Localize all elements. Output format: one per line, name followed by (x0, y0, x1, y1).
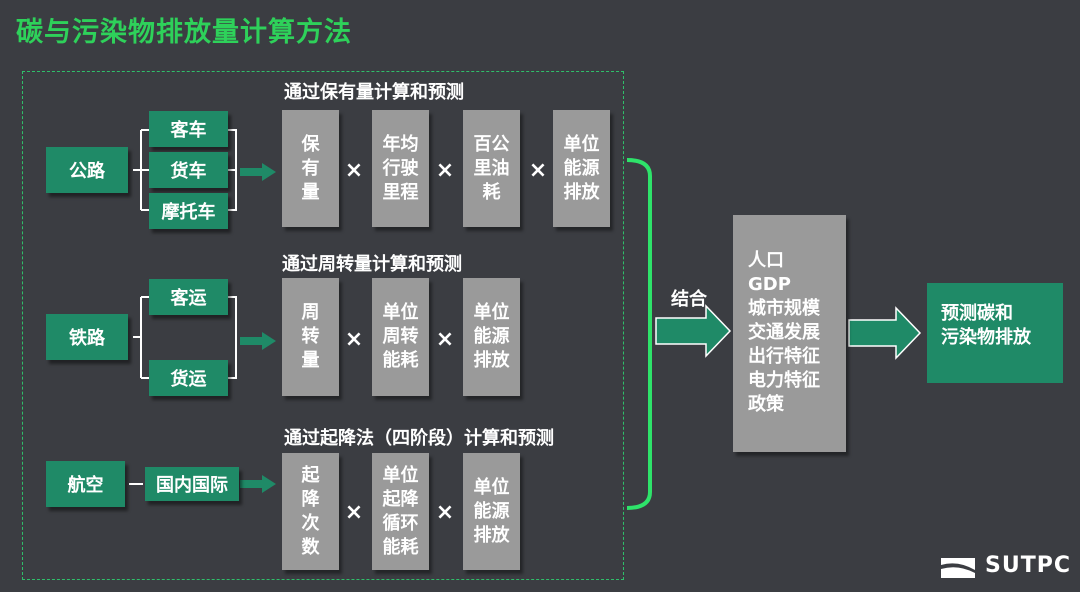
road-type-motorcycle: 摩托车 (149, 193, 228, 229)
multiply-sign: × (344, 500, 364, 525)
result-arrow (848, 306, 922, 360)
air-factor-energy: 单位 起降 循环 能耗 (372, 453, 429, 570)
combine-bracket (626, 158, 652, 510)
rail-type-freight: 货运 (149, 360, 228, 396)
road-factor-stock: 保 有 量 (282, 110, 339, 227)
rail-factor-energy: 单位 周转 能耗 (372, 278, 429, 396)
road-method-title: 通过保有量计算和预测 (284, 82, 464, 103)
rail-merge-bracket (228, 296, 237, 379)
air-arrow (240, 475, 276, 493)
road-arrow (240, 163, 276, 181)
multiply-sign: × (344, 158, 364, 183)
page-title: 碳与污染物排放量计算方法 (16, 17, 352, 48)
multiply-sign: × (435, 158, 455, 183)
road-factor-emission: 单位 能源 排放 (553, 110, 610, 227)
result-box: 预测碳和 污染物排放 (927, 283, 1063, 383)
air-method-title: 通过起降法（四阶段）计算和预测 (284, 428, 554, 449)
air-factor-emission: 单位 能源 排放 (463, 453, 520, 570)
multiply-sign: × (435, 327, 455, 352)
brand-name: SUTPC (985, 553, 1071, 578)
rail-factor-emission: 单位 能源 排放 (463, 278, 520, 396)
combine-arrow (655, 304, 732, 358)
road-factor-mileage: 年均 行驶 里程 (372, 110, 429, 227)
rail-arrow (240, 332, 276, 350)
mode-rail: 铁路 (46, 314, 128, 360)
sutpc-logo-icon (941, 558, 975, 578)
rail-method-title: 通过周转量计算和预测 (282, 254, 462, 275)
rail-factor-turnover: 周 转 量 (282, 278, 339, 396)
multiply-sign: × (528, 158, 548, 183)
road-branch-bracket (133, 129, 149, 211)
air-type-domestic-international: 国内国际 (145, 467, 239, 501)
air-factor-lto: 起 降 次 数 (282, 453, 339, 570)
road-factor-fuel: 百公 里油 耗 (463, 110, 520, 227)
mode-air: 航空 (46, 461, 125, 507)
road-type-truck: 货车 (149, 152, 228, 188)
drivers-box: 人口 GDP 城市规模 交通发展 出行特征 电力特征 政策 (733, 215, 846, 452)
calculation-methods-frame (22, 71, 624, 580)
multiply-sign: × (435, 500, 455, 525)
road-merge-bracket (228, 129, 237, 211)
multiply-sign: × (344, 327, 364, 352)
road-type-bus: 客车 (149, 111, 228, 147)
combine-label: 结合 (671, 289, 707, 310)
rail-type-passenger: 客运 (149, 279, 228, 315)
rail-branch-bracket (133, 296, 149, 379)
mode-road: 公路 (46, 147, 128, 193)
